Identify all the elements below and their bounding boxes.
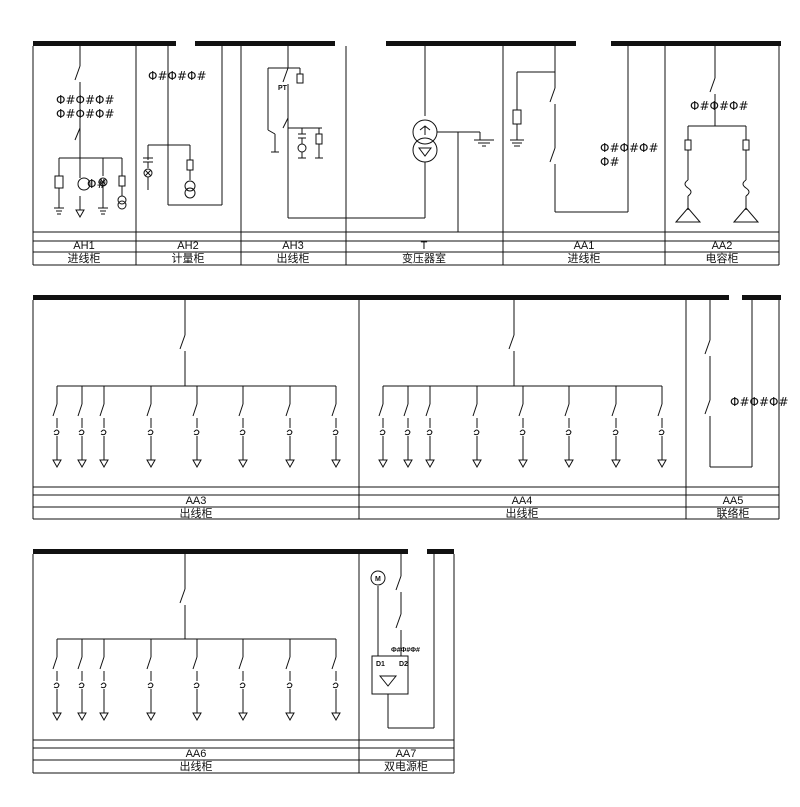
busbar-row2-b [742,295,781,300]
panel-name-t: 变压器室 [402,251,446,265]
motor-icon [370,570,386,586]
row1-panel-frames [32,46,780,266]
feeder-branch [146,386,156,469]
ct-icon: Φ#Φ#Φ# [148,69,207,83]
aa6-feeders [52,554,341,722]
panel-code-ah1: AH1 [73,240,94,252]
feeder-branch [99,386,109,469]
feeder-branch [518,386,528,469]
busbar-high-voltage [33,41,176,46]
panel-name-aa7: 双电源柜 [384,759,428,773]
feeder-branch [611,386,621,469]
panel-code-aa1: AA1 [574,240,595,252]
transformer-icon [412,46,494,232]
ct-icon: Φ#Φ#Φ# [730,395,789,409]
panel-name-ah1: 进线柜 [68,251,101,265]
aa1-circuit [510,46,629,213]
panel-code-aa3: AA3 [186,495,207,507]
busbar-high-voltage-2 [195,41,335,46]
ct-icon: Φ#Φ#Φ# [56,107,115,121]
panel-name-ah2: 计量柜 [172,252,205,265]
panel-code-aa2: AA2 [712,240,733,252]
feeder-branch [52,386,62,469]
feeder-branch [564,386,574,469]
feeder-branch [192,639,202,722]
panel-name-aa5: 联络柜 [717,506,750,520]
feeder-branch [403,386,413,469]
panel-code-ah3: AH3 [282,240,303,252]
row2-panel-frames [32,300,780,520]
aa4-feeders [378,300,667,469]
ct-icon: Φ#Φ#Φ# [600,141,659,155]
busbar-row3-b [427,549,454,554]
ct-icon: Φ#Φ#Φ# [56,93,115,107]
feeder-branch [238,639,248,722]
ah2-circuit [143,46,223,206]
aa5-circuit [704,300,753,468]
feeder-branch [146,639,156,722]
busbar-row3 [33,549,408,554]
panel-name-aa4: 出线柜 [506,506,539,520]
ct-icon: Φ#Φ#Φ# [690,99,749,113]
panel-code-aa4: AA4 [512,495,533,507]
row3-panel-frames [32,554,455,774]
feeder-branch [238,386,248,469]
feeder-branch [77,639,87,722]
feeder-branch [99,639,109,722]
panel-code-aa5: AA5 [723,495,744,507]
feeder-branch [425,386,435,469]
panel-code-aa7: AA7 [396,748,417,760]
panel-name-aa6: 出线柜 [180,759,213,773]
busbar-low-voltage-2 [611,41,781,46]
d2-label: D2 [399,661,408,668]
d1-label: D1 [376,661,385,668]
ground-icon [54,207,108,215]
panel-name-aa2: 电容柜 [706,251,739,265]
ah3-circuit [267,46,425,219]
ct-icon: Φ# [87,177,107,191]
feeder-branch [285,639,295,722]
panel-name-aa1: 进线柜 [568,251,601,265]
feeder-branch [472,386,482,469]
ct-icon: Φ#Φ#Φ# [391,647,420,654]
feeder-branch [285,386,295,469]
feeder-branch [331,386,341,469]
ct-icon: Φ# [600,155,620,169]
panel-name-aa3: 出线柜 [180,506,213,520]
aa2-circuit [674,46,760,223]
aa3-feeders [52,300,341,469]
feeder-branch [192,386,202,469]
panel-code-t: T [421,240,428,252]
feeder-branch [52,639,62,722]
pt-label: PT [278,85,288,92]
ah1-circuit [54,46,127,219]
busbar-low-voltage [386,41,576,46]
feeder-branch [378,386,388,469]
aa7-circuit [370,554,435,729]
feeder-branch [331,639,341,722]
panel-code-aa6: AA6 [186,748,207,760]
feeder-branch [657,386,667,469]
panel-name-ah3: 出线柜 [277,251,310,265]
motor-label: M [375,576,381,583]
busbar-row2 [33,295,729,300]
panel-code-ah2: AH2 [177,240,198,252]
feeder-branch [77,386,87,469]
